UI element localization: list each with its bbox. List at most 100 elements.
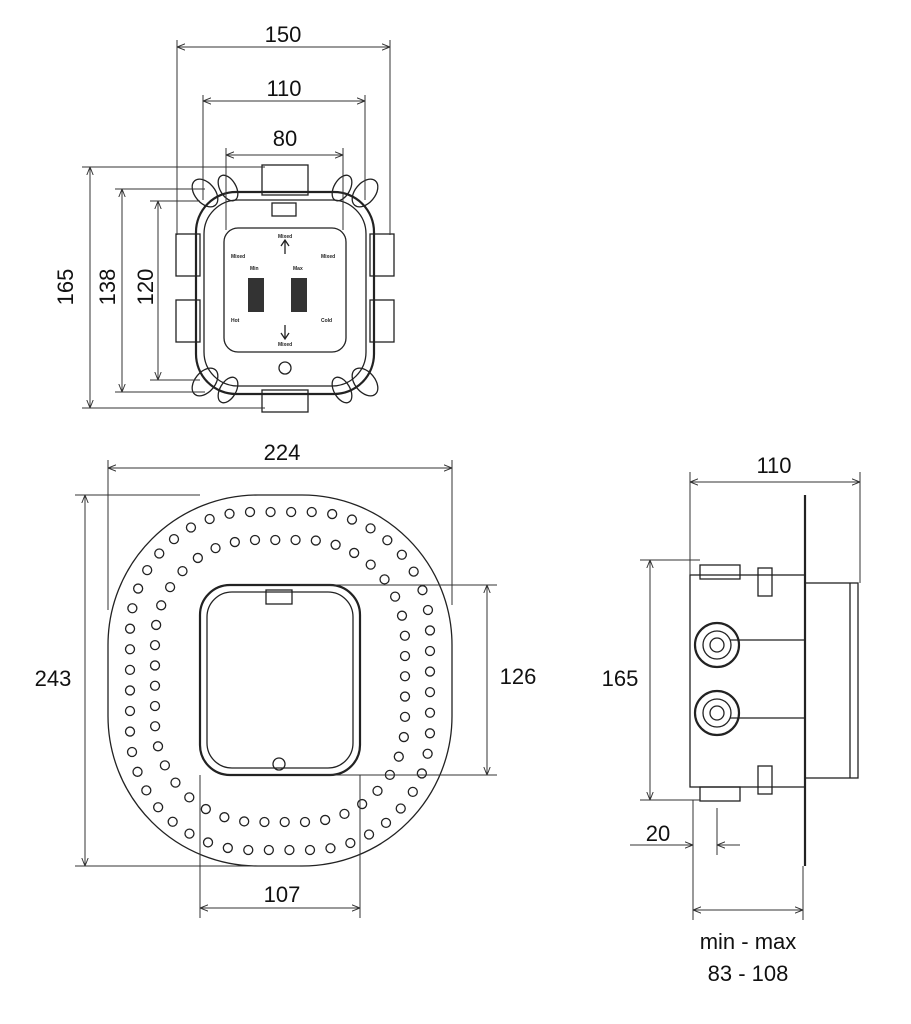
plate-dot (380, 817, 392, 829)
plate-dot (259, 816, 270, 828)
plate-dot (416, 768, 428, 779)
plate-dot (422, 604, 434, 616)
plate-dot (200, 803, 211, 815)
dim-165: 165 (53, 269, 78, 306)
plate-dot (398, 731, 410, 743)
plate-dot (124, 664, 136, 675)
dim-150: 150 (265, 22, 302, 47)
plate-dot (306, 506, 317, 518)
plate-dot (132, 766, 143, 777)
plate-dot (395, 803, 406, 814)
plate-dot (124, 685, 136, 696)
plate-dot (156, 600, 167, 611)
plate-dot (224, 508, 235, 519)
plate-dot (204, 513, 215, 525)
dim-110-depth: 110 (756, 453, 791, 478)
plate-dot (407, 786, 418, 798)
plate-dot (185, 522, 197, 533)
plate-dot (164, 582, 176, 593)
range-label: min - max (700, 929, 797, 954)
plate-dot (319, 814, 331, 826)
plate-dot (168, 533, 180, 545)
svg-text:Min: Min (250, 266, 259, 272)
plate-dot (149, 640, 161, 651)
plate-dot (399, 711, 411, 722)
plate-dot (290, 534, 301, 546)
svg-text:Mixed: Mixed (321, 254, 335, 260)
plate-dot (424, 728, 436, 739)
dim-138: 138 (95, 269, 120, 306)
plate-dot (299, 816, 311, 828)
plate-dot (424, 707, 436, 718)
plate-dot (379, 574, 390, 585)
plate-dot (345, 837, 356, 849)
plate-dot (249, 534, 261, 546)
side-view: 110 165 20 min - max 83 - 108 (602, 453, 861, 986)
plate-dot (422, 748, 433, 759)
dim-20: 20 (646, 821, 670, 846)
plate-dot (325, 843, 336, 854)
plate-dot (149, 721, 161, 732)
plate-dimension-lines (75, 460, 497, 918)
svg-text:Hot: Hot (231, 318, 240, 324)
plate-dot (408, 566, 419, 577)
plate-dot (124, 705, 136, 717)
plate-dot (424, 625, 436, 636)
dim-126: 126 (500, 664, 537, 689)
plate-dot (424, 645, 436, 657)
plate-dot (346, 514, 358, 525)
plate-dot (124, 623, 136, 634)
dim-243: 243 (35, 666, 72, 691)
valve-labels: Mixed Mixed Mixed Mixed Hot Cold Min Max (231, 234, 335, 348)
plate-dot (222, 842, 233, 854)
plate-dot (339, 808, 350, 820)
plate-dot (330, 539, 341, 550)
plate-dot (239, 816, 250, 827)
top-dimension-lines (82, 40, 391, 409)
plate-dot (152, 741, 164, 752)
plate-dot (142, 564, 153, 576)
plate-dot (132, 583, 144, 594)
plate-dot (167, 816, 178, 827)
plate-dot (310, 535, 321, 546)
plate-dot (243, 844, 254, 856)
plate-dots (124, 506, 436, 856)
plate-dot (424, 666, 436, 677)
plate-dot (124, 644, 136, 655)
side-dimension-lines (630, 472, 861, 920)
range-values: 83 - 108 (708, 961, 789, 986)
svg-text:Max: Max (293, 266, 303, 272)
plate-dot (279, 816, 290, 828)
plate-view: 224 243 126 107 (35, 440, 537, 918)
plate-dot (244, 506, 256, 518)
plate-dot (184, 828, 195, 839)
plate-dot (389, 591, 401, 602)
plate-dot (365, 523, 376, 534)
plate-dot (152, 802, 164, 813)
dim-107: 107 (264, 882, 301, 907)
plate-dot (286, 506, 297, 518)
plate-dot (399, 691, 411, 702)
plate-dot (141, 785, 152, 796)
plate-dot (159, 760, 171, 771)
side-body (689, 495, 859, 866)
plate-dot (202, 837, 214, 848)
plate-dot (149, 660, 161, 671)
plate-dot (265, 506, 276, 518)
svg-text:Cold: Cold (321, 318, 332, 324)
mounting-box (175, 164, 395, 413)
dim-110: 110 (266, 76, 301, 101)
plate-dot (349, 547, 360, 559)
plate-dot (210, 542, 221, 554)
plate-dot (424, 687, 436, 698)
top-view: Mixed Mixed Mixed Mixed Hot Cold Min Max… (53, 22, 395, 413)
dim-120: 120 (133, 269, 158, 306)
plate-dot (363, 829, 375, 840)
plate-dot (396, 549, 408, 560)
plate-dot (154, 548, 165, 559)
dim-165-side: 165 (602, 666, 639, 691)
plate-dot (393, 751, 404, 762)
plate-dot (150, 619, 162, 631)
svg-text:Mixed: Mixed (278, 234, 292, 240)
